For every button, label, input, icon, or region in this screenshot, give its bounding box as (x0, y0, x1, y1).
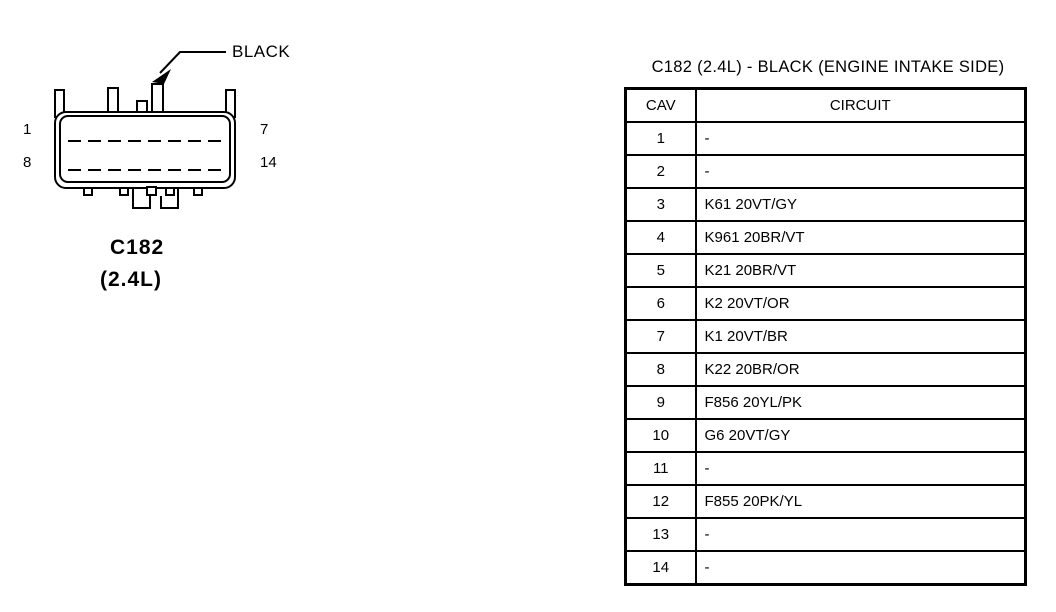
cell-circuit: - (694, 451, 1027, 486)
pin-number-7: 7 (260, 121, 269, 138)
cell-cav: 1 (624, 121, 697, 156)
cell-circuit: - (694, 517, 1027, 552)
connector-drawing (54, 51, 236, 209)
table-row: 13- (624, 517, 1027, 552)
cell-cav: 12 (624, 484, 697, 519)
column-header-circuit: CIRCUIT (694, 87, 1027, 123)
table-title: C182 (2.4L) - BLACK (ENGINE INTAKE SIDE) (651, 58, 1005, 76)
cell-cav: 6 (624, 286, 697, 321)
column-header-cav: CAV (624, 87, 697, 123)
cell-cav: 3 (624, 187, 697, 222)
cell-cav: 10 (624, 418, 697, 453)
connector-bottom-nubs (83, 186, 203, 196)
connector-inner-wall (59, 115, 231, 183)
cell-cav: 11 (624, 451, 697, 486)
table-row: 14- (624, 550, 1027, 586)
cell-circuit: - (694, 154, 1027, 189)
connector-engine-label: (2.4L) (100, 268, 163, 291)
cell-cav: 5 (624, 253, 697, 288)
cell-circuit: K22 20BR/OR (694, 352, 1027, 387)
cell-cav: 4 (624, 220, 697, 255)
cell-circuit: - (694, 550, 1027, 586)
table-row: 1- (624, 121, 1027, 156)
cell-circuit: G6 20VT/GY (694, 418, 1027, 453)
cav-circuit-panel: C182 (2.4L) - BLACK (ENGINE INTAKE SIDE)… (624, 58, 1027, 586)
pin-number-8: 8 (23, 154, 32, 171)
cell-circuit: K61 20VT/GY (694, 187, 1027, 222)
cell-cav: 7 (624, 319, 697, 354)
cell-cav: 9 (624, 385, 697, 420)
cell-circuit: K21 20BR/VT (694, 253, 1027, 288)
connector-figure: 1 8 7 14 BLACK C182 (2.4L) (0, 0, 330, 320)
pin-number-1: 1 (23, 121, 32, 138)
cell-cav: 13 (624, 517, 697, 552)
cell-cav: 8 (624, 352, 697, 387)
black-callout-leader (152, 51, 226, 84)
connector-bottom-latch (132, 188, 179, 209)
table-row: 11- (624, 451, 1027, 486)
table-row: 2- (624, 154, 1027, 189)
cell-cav: 2 (624, 154, 697, 189)
connector-name-label: C182 (110, 236, 165, 259)
table-header-row: CAV CIRCUIT (624, 87, 1027, 123)
cell-circuit: F855 20PK/YL (694, 484, 1027, 519)
pin-number-14: 14 (260, 154, 277, 171)
black-callout-label: BLACK (232, 42, 291, 61)
cell-circuit: K961 20BR/VT (694, 220, 1027, 255)
connector-top-tabs (54, 83, 236, 118)
connector-cavity-rows (68, 140, 223, 171)
cell-circuit: F856 20YL/PK (694, 385, 1027, 420)
cell-circuit: K2 20VT/OR (694, 286, 1027, 321)
cell-cav: 14 (624, 550, 697, 586)
cell-circuit: K1 20VT/BR (694, 319, 1027, 354)
cell-circuit: - (694, 121, 1027, 156)
